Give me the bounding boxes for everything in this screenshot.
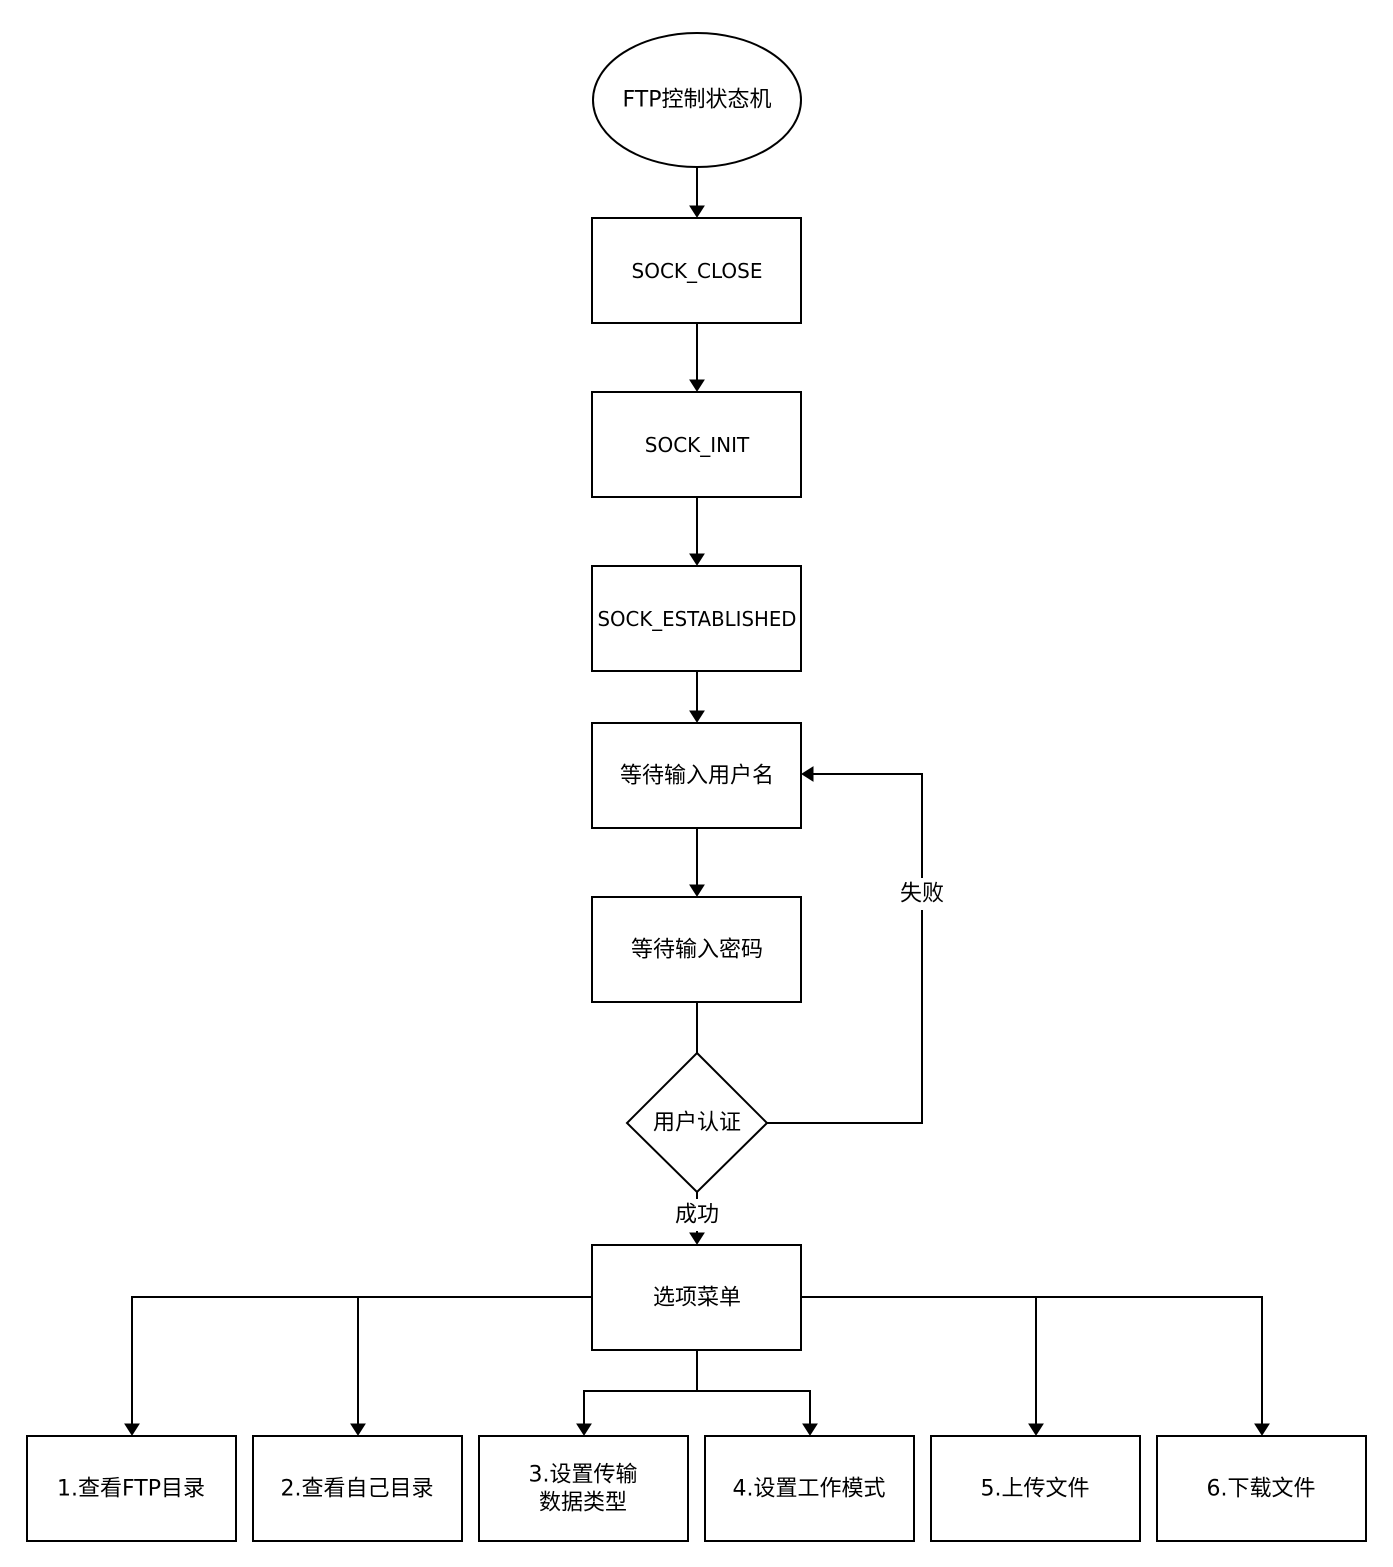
edge-menu-to-opt1 (131, 1296, 592, 1424)
option-4-label: 4.设置工作模式 (733, 1477, 886, 1502)
wait-password-node: 等待输入密码 (591, 896, 802, 1003)
edge-menu-to-opt3 (583, 1390, 697, 1424)
sock-init-node: SOCK_INIT (591, 391, 802, 498)
arrow-head (689, 553, 705, 566)
arrow-head (689, 884, 705, 897)
wait-password-label: 等待输入密码 (631, 938, 763, 963)
fail-label: 失败 (900, 882, 944, 907)
options-menu-label: 选项菜单 (653, 1286, 741, 1311)
sock-close-label: SOCK_CLOSE (632, 259, 763, 283)
sock-established-label: SOCK_ESTABLISHED (598, 607, 797, 631)
option-1-node: 1.查看FTP目录 (26, 1435, 237, 1542)
user-auth-decision: 用户认证 (625, 1051, 769, 1194)
edges (124, 167, 1270, 1436)
arrow-head (1254, 1423, 1270, 1436)
wait-username-label: 等待输入用户名 (620, 764, 774, 789)
sock-established-node: SOCK_ESTABLISHED (591, 565, 802, 672)
edge-menu-to-opt6 (802, 1296, 1263, 1424)
option-6-label: 6.下载文件 (1207, 1477, 1316, 1502)
arrow-head (689, 1232, 705, 1245)
option-3-label-line2: 数据类型 (539, 1491, 627, 1516)
option-5-label: 5.上传文件 (981, 1477, 1090, 1502)
wait-username-node: 等待输入用户名 (591, 722, 802, 829)
edge-labels: 失败 成功 (671, 878, 948, 1231)
option-6-node: 6.下载文件 (1156, 1435, 1367, 1542)
option-3-node: 3.设置传输 数据类型 (478, 1435, 689, 1542)
edge-menu-to-opt4 (697, 1390, 811, 1424)
option-5-node: 5.上传文件 (930, 1435, 1141, 1542)
arrow-head (801, 766, 814, 782)
success-label-background (671, 1199, 723, 1231)
options-menu-node: 选项菜单 (591, 1244, 802, 1351)
success-label: 成功 (675, 1203, 719, 1228)
arrow-head (802, 1423, 818, 1436)
start-node-label: FTP控制状态机 (623, 88, 772, 113)
start-node: FTP控制状态机 (592, 32, 802, 168)
arrow-head (689, 379, 705, 392)
sock-init-label: SOCK_INIT (645, 433, 750, 457)
arrow-head (124, 1423, 140, 1436)
fail-label-background (896, 878, 948, 910)
arrow-head (1028, 1423, 1044, 1436)
arrow-head (689, 710, 705, 723)
arrow-head (576, 1423, 592, 1436)
option-3-label-line1: 3.设置传输 (529, 1463, 638, 1488)
user-auth-label: 用户认证 (653, 1111, 741, 1136)
edge-user-auth-fail-loop (767, 773, 923, 1124)
option-4-node: 4.设置工作模式 (704, 1435, 915, 1542)
option-2-node: 2.查看自己目录 (252, 1435, 463, 1542)
option-1-label: 1.查看FTP目录 (57, 1477, 205, 1502)
nodes: FTP控制状态机 SOCK_CLOSE SOCK_INIT SOCK_ESTAB… (26, 32, 1367, 1542)
sock-close-node: SOCK_CLOSE (591, 217, 802, 324)
arrow-head (350, 1423, 366, 1436)
arrow-head (689, 205, 705, 218)
option-2-label: 2.查看自己目录 (281, 1477, 434, 1502)
